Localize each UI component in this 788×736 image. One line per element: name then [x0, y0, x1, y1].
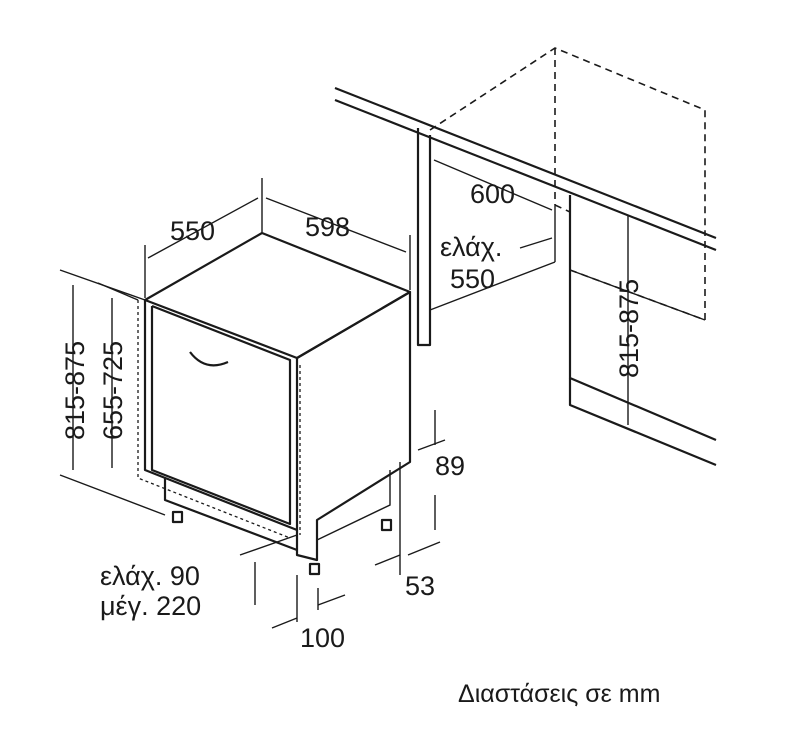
foot-offset-label: 53 — [405, 571, 435, 601]
niche-outline — [429, 47, 706, 322]
door-height-label: 655-725 — [98, 341, 128, 440]
cabinet-right — [568, 195, 717, 467]
niche-depth-min-label: ελάχ. — [440, 232, 502, 262]
niche-height-label: 815-875 — [614, 279, 644, 378]
plinth-offset-label: 89 — [435, 451, 465, 481]
plinth-min-label: ελάχ. 90 — [100, 561, 200, 591]
height-total-label: 815-875 — [60, 341, 90, 440]
dimension-lines — [59, 159, 629, 629]
cabinet-left-panel — [416, 128, 556, 347]
niche-depth-value: 550 — [450, 264, 495, 294]
width-label: 598 — [305, 212, 350, 242]
dishwasher — [137, 231, 412, 576]
niche-width-label: 600 — [470, 179, 515, 209]
caption: Διαστάσεις σε mm — [458, 680, 660, 708]
depth-label: 550 — [170, 216, 215, 246]
plinth-depth-label: 100 — [300, 623, 345, 653]
countertop — [334, 86, 717, 252]
plinth-max-label: μέγ. 220 — [100, 591, 201, 621]
